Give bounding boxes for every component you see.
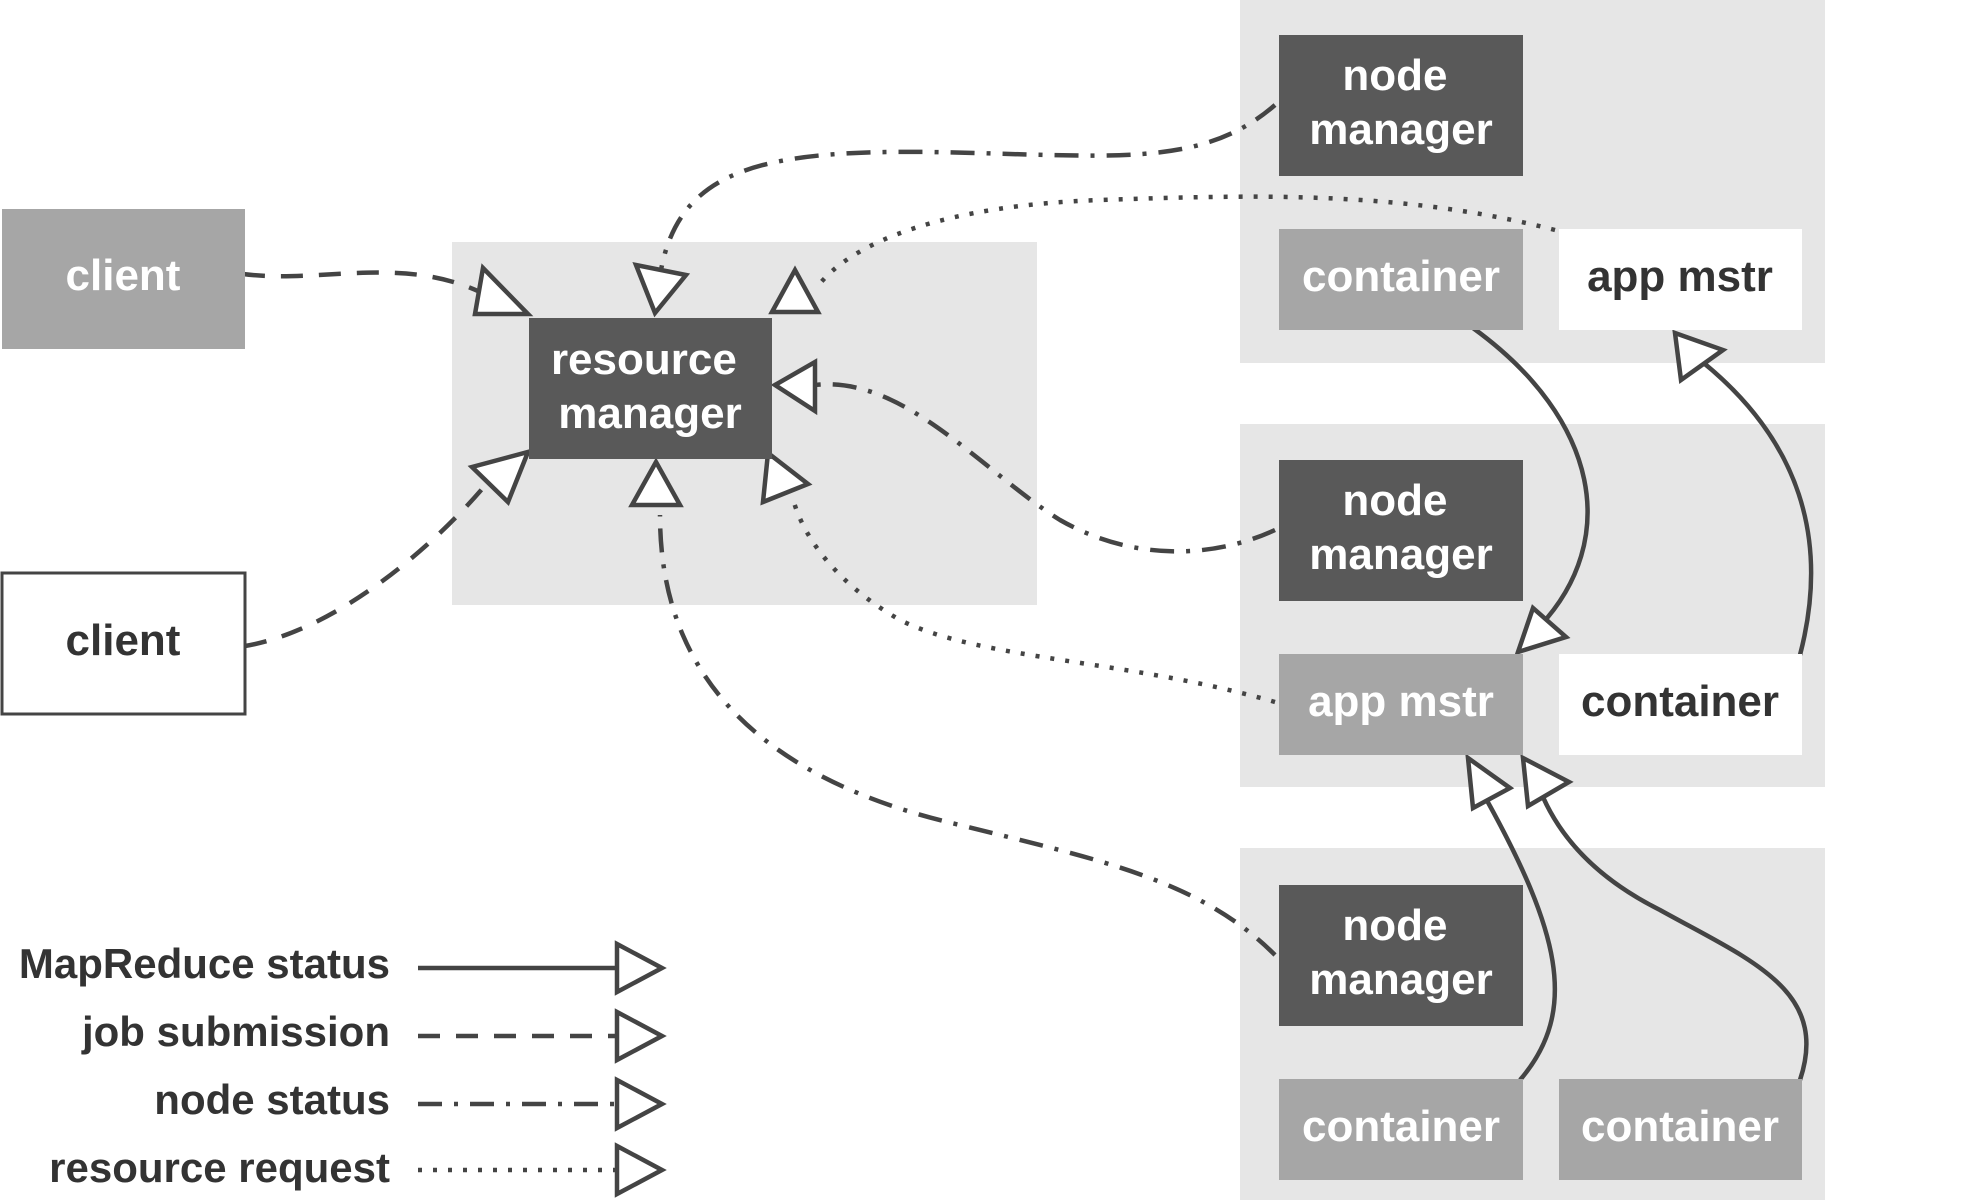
arrowhead-nm3 [628, 457, 684, 508]
edges [242, 103, 1814, 1082]
legend-item-node-status: node status [154, 1076, 667, 1132]
client-box-1[interactable]: client [2, 209, 245, 349]
edge-nm1-to-rm [658, 103, 1277, 271]
legend-arrowhead-mapreduce-status [614, 940, 667, 996]
edge-nm3-to-rm [657, 514, 1277, 957]
legend-label-mapreduce-status: MapReduce status [19, 940, 390, 987]
arrowheads [467, 261, 1728, 812]
node-manager-1-bg [1279, 35, 1523, 176]
resource-manager-label-line-1: resource [551, 335, 737, 384]
edge-container3-to-appmstr2 [1478, 786, 1557, 1082]
app-mstr-1-bg [1559, 229, 1802, 330]
legend-label-job-submission: job submission [81, 1008, 390, 1055]
legend-item-resource-request: resource request [49, 1142, 667, 1198]
node-manager-3-label: node manager [1309, 901, 1492, 1004]
arrowhead-client1 [472, 263, 534, 317]
app-mstr-box-1[interactable]: app mstr [1559, 229, 1802, 330]
legend-arrowhead-resource-request [614, 1142, 667, 1198]
container-box-1[interactable]: container [1279, 229, 1523, 330]
container-box-3[interactable]: container [1279, 1079, 1523, 1180]
arrowhead-client2 [467, 448, 532, 506]
app-mstr-box-2[interactable]: app mstr [1279, 654, 1523, 755]
legend: MapReduce status job submission node sta… [19, 940, 667, 1198]
container-box-2[interactable]: container [1559, 654, 1802, 755]
client-box-1-bg [2, 209, 245, 349]
node-manager-1-label: node manager [1309, 51, 1492, 154]
arrowhead-nm2 [770, 358, 818, 416]
edge-appmstr1-to-rm [813, 194, 1556, 292]
container-1-bg [1279, 229, 1523, 330]
client-box-2-bg [0, 571, 247, 716]
legend-arrowhead-job-submission [614, 1008, 667, 1064]
node-manager-1-label-line-1: node [1342, 51, 1447, 100]
container-box-4[interactable]: container [1559, 1079, 1802, 1180]
container-2-label: container [1581, 677, 1779, 726]
panels [452, 0, 1825, 1200]
edge-container1-to-appmstr2 [1471, 326, 1590, 628]
client-box-2[interactable]: client [0, 571, 247, 716]
arrowhead-container1 [1514, 604, 1571, 656]
arrowhead-nm1 [632, 261, 691, 318]
legend-item-job-submission: job submission [81, 1008, 667, 1064]
node-manager-2-label-line-2: manager [1309, 530, 1492, 579]
app-mstr-1-label: app mstr [1587, 252, 1773, 301]
nodes: client client resource manager node mana… [0, 35, 1802, 1180]
node-manager-1-label-line-2: manager [1309, 105, 1492, 154]
node-manager-3-label-line-2: manager [1309, 955, 1492, 1004]
node-manager-box-3[interactable]: node manager [1279, 885, 1523, 1026]
container-4-label: container [1581, 1102, 1779, 1151]
arrowhead-container2 [1672, 329, 1728, 385]
legend-label-node-status: node status [154, 1076, 390, 1123]
legend-arrowhead-node-status [614, 1076, 667, 1132]
container-3-bg [1279, 1079, 1523, 1180]
client-box-1-label: client [66, 251, 181, 300]
resource-manager-bg [529, 318, 772, 459]
node-manager-3-bg [1279, 885, 1523, 1026]
container-3-label: container [1302, 1102, 1500, 1151]
resource-manager-box[interactable]: resource manager [529, 318, 772, 459]
node-manager-box-1[interactable]: node manager [1279, 35, 1523, 176]
app-mstr-2-label: app mstr [1308, 677, 1494, 726]
container-1-label: container [1302, 252, 1500, 301]
edge-nm2-to-rm [807, 382, 1276, 554]
edge-container4-to-appmstr2 [1537, 789, 1809, 1081]
resource-manager-label: resource manager [551, 335, 749, 438]
node-manager-2-bg [1279, 460, 1523, 601]
arrowhead-appmstr1 [768, 265, 822, 315]
container-2-bg [1559, 654, 1802, 755]
node-manager-3-label-line-1: node [1342, 901, 1447, 950]
arrowhead-container3 [1465, 753, 1515, 812]
app-mstr-2-bg [1279, 654, 1523, 755]
arrowhead-appmstr2 [760, 448, 813, 506]
legend-label-resource-request: resource request [49, 1144, 390, 1191]
node-manager-2-label: node manager [1309, 476, 1492, 579]
legend-item-mapreduce-status: MapReduce status [19, 940, 667, 996]
edge-client1-to-rm [242, 270, 481, 295]
edge-client2-to-rm [244, 480, 490, 649]
edge-container2-to-appmstr1 [1698, 358, 1814, 656]
node-manager-box-2[interactable]: node manager [1279, 460, 1523, 601]
resource-manager-label-line-2: manager [558, 389, 741, 438]
container-4-bg [1559, 1079, 1802, 1180]
node-manager-2-label-line-1: node [1342, 476, 1447, 525]
arrowhead-container4 [1520, 754, 1574, 810]
client-box-2-label: client [66, 616, 181, 665]
